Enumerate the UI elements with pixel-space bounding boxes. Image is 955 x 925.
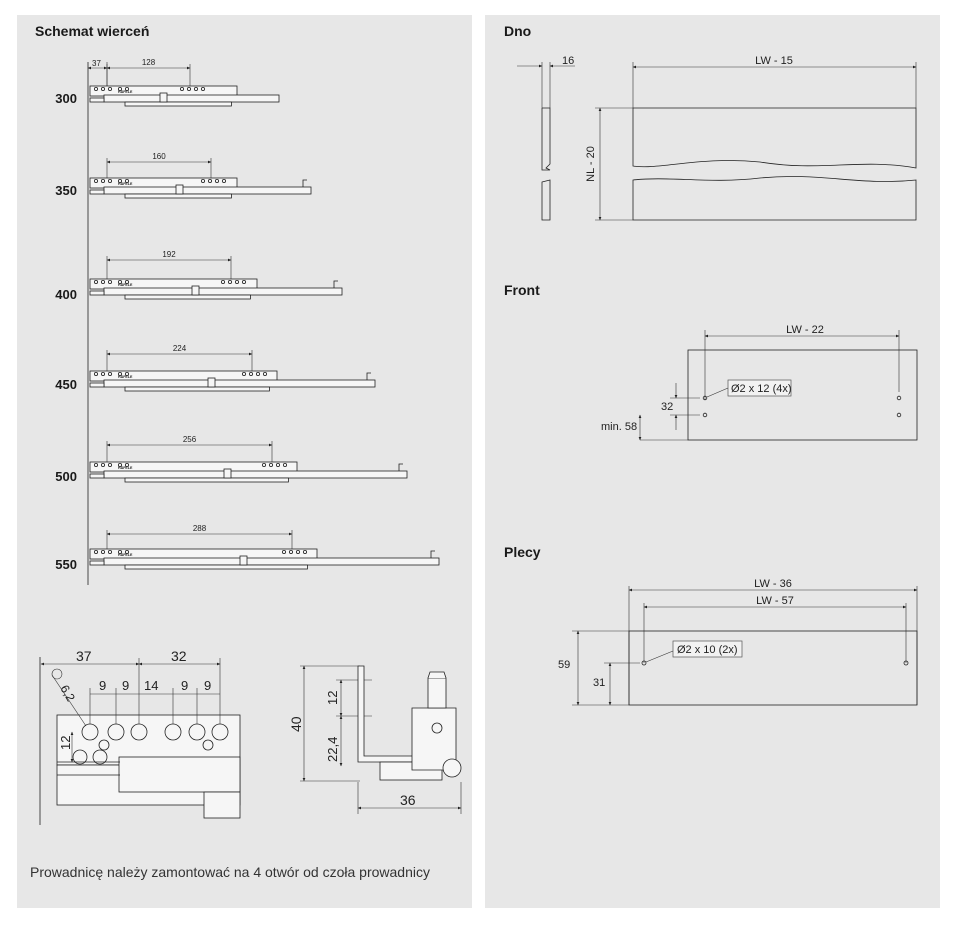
brand-label: HÄFELE — [118, 90, 133, 94]
svg-text:LW - 57: LW - 57 — [756, 595, 794, 607]
brand-label: HÄFELE — [118, 182, 133, 186]
detail-front-drilling: 37 32 9 9 14 9 9 6,2 12 — [39, 648, 241, 825]
size-label-400: 400 — [55, 287, 77, 302]
drilling-scheme-title: Schemat wierceń — [35, 23, 150, 39]
row-dim-300: 128 — [142, 58, 156, 67]
svg-text:59: 59 — [558, 659, 570, 671]
svg-text:37: 37 — [76, 648, 92, 664]
svg-text:Ø2 x 12 (4x): Ø2 x 12 (4x) — [731, 383, 792, 395]
mounting-note: Prowadnicę należy zamontować na 4 otwór … — [30, 864, 430, 880]
svg-text:LW - 22: LW - 22 — [786, 324, 824, 336]
front-drawing: LW - 22 Ø2 x 12 (4x) 32 min. 58 — [601, 324, 918, 441]
dno-title: Dno — [504, 23, 532, 39]
size-label-500: 500 — [55, 469, 77, 484]
row-dim-450: 224 — [173, 344, 187, 353]
brand-label: HÄFELE — [118, 553, 133, 557]
svg-text:Ø2 x 10 (2x): Ø2 x 10 (2x) — [677, 644, 738, 656]
brand-label: HÄFELE — [118, 283, 133, 287]
svg-text:12: 12 — [58, 736, 73, 750]
parts-panel — [485, 15, 940, 908]
size-label-350: 350 — [55, 183, 77, 198]
svg-text:16: 16 — [562, 55, 574, 67]
brand-label: HÄFELE — [118, 375, 133, 379]
svg-text:9: 9 — [99, 678, 106, 693]
svg-text:LW - 36: LW - 36 — [754, 578, 792, 590]
svg-text:32: 32 — [171, 648, 187, 664]
plecy-title: Plecy — [504, 544, 541, 560]
svg-text:31: 31 — [593, 677, 605, 689]
svg-text:22,4: 22,4 — [325, 737, 340, 762]
size-label-550: 550 — [55, 557, 77, 572]
row-dim-350: 160 — [152, 152, 166, 161]
row-dim-400: 192 — [162, 250, 176, 259]
svg-text:40: 40 — [288, 716, 304, 732]
svg-text:9: 9 — [181, 678, 188, 693]
plecy-drawing: LW - 36 LW - 57 Ø2 x 10 (2x) 59 31 — [558, 578, 918, 706]
brand-label: HÄFELE — [118, 466, 133, 470]
detail-side-profile: 40 12 22,4 36 — [288, 665, 462, 814]
svg-text:6,2: 6,2 — [57, 683, 78, 705]
size-label-450: 450 — [55, 377, 77, 392]
svg-text:min. 58: min. 58 — [601, 421, 637, 433]
size-label-300: 300 — [55, 91, 77, 106]
svg-text:12: 12 — [325, 691, 340, 705]
row-dim-550: 288 — [193, 524, 207, 533]
svg-text:9: 9 — [204, 678, 211, 693]
svg-text:36: 36 — [400, 792, 416, 808]
svg-text:9: 9 — [122, 678, 129, 693]
svg-text:14: 14 — [144, 678, 158, 693]
row-dim-500: 256 — [183, 435, 197, 444]
svg-text:NL - 20: NL - 20 — [585, 146, 597, 182]
svg-text:32: 32 — [661, 401, 673, 413]
dno-drawing: 16 LW - 15 NL - 20 — [517, 55, 917, 221]
svg-text:LW - 15: LW - 15 — [755, 55, 793, 67]
front-title: Front — [504, 282, 540, 298]
svg-text:37: 37 — [92, 59, 101, 68]
